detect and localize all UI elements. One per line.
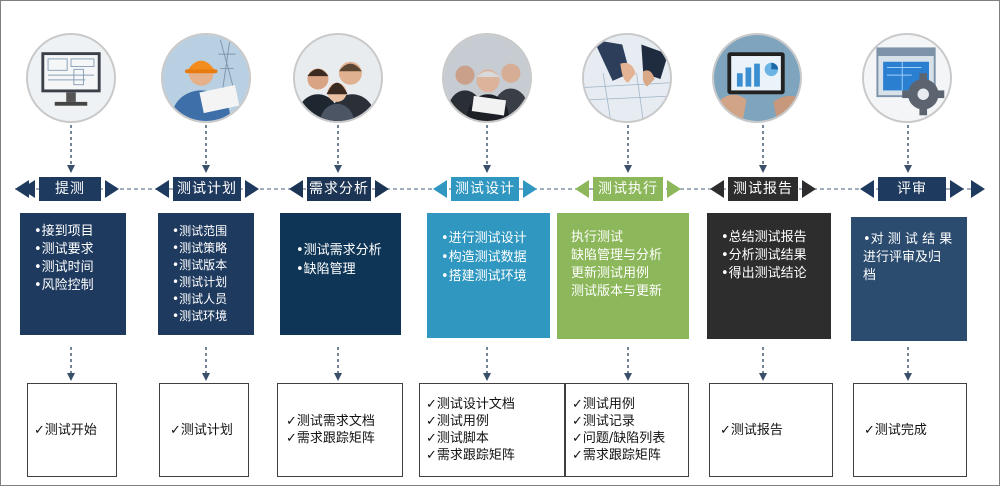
- stage-left-arrow-icon: [155, 180, 169, 198]
- monitor-blueprint-photo: [26, 33, 116, 123]
- output-item: ✓测试需求文档: [286, 414, 375, 429]
- output-item: ✓测试记录: [572, 414, 635, 429]
- stage-right-arrow-icon: [375, 180, 389, 198]
- engineer-hardhat-photo: [161, 33, 251, 123]
- task-box: 执行测试 缺陷管理与分析 更新测试用例 测试版本与更新: [557, 213, 689, 339]
- task-item: •测试人员: [172, 292, 228, 306]
- stage-label: 测试执行: [593, 177, 663, 201]
- stage-right-arrow-icon: [523, 180, 537, 198]
- task-item: •得出测试结论: [721, 266, 807, 281]
- task-item: •测试需求分析: [296, 243, 382, 258]
- task-item: •接到项目: [34, 224, 94, 239]
- task-item: •对 测 试 结 果: [863, 232, 953, 247]
- meeting-photo: [442, 33, 532, 123]
- output-item: ✓测试完成: [864, 422, 927, 438]
- down-arrow-icon: [334, 373, 342, 381]
- task-item: •测试时间: [34, 260, 94, 275]
- down-arrow-icon: [759, 165, 767, 173]
- output-box: ✓测试用例 ✓测试记录 ✓问题/缺陷列表 ✓需求跟踪矩阵: [565, 383, 689, 477]
- task-box: •对 测 试 结 果 进行评审及归 档: [851, 217, 967, 341]
- stage-left-arrow-icon: [710, 180, 724, 198]
- stage-label: 测试设计: [451, 177, 519, 201]
- stage-left-arrow-icon: [21, 180, 35, 198]
- task-item: •构造测试数据: [441, 250, 527, 265]
- task-item: •分析测试结果: [721, 248, 807, 263]
- down-arrow-icon: [904, 373, 912, 381]
- stage-left-arrow-icon: [289, 180, 303, 198]
- output-box: ✓测试报告: [709, 383, 833, 477]
- down-arrow-icon: [759, 373, 767, 381]
- output-item: ✓测试脚本: [426, 431, 489, 446]
- down-arrow-icon: [67, 373, 75, 381]
- output-box: ✓测试计划: [159, 383, 249, 477]
- task-box: •测试需求分析 •缺陷管理: [280, 213, 401, 335]
- stage-right-arrow-icon: [802, 180, 816, 198]
- down-arrow-icon: [483, 165, 491, 173]
- gear-window-photo: [862, 33, 952, 123]
- stage-label: 测试计划: [173, 177, 241, 201]
- stage-right-arrow-icon: [950, 180, 964, 198]
- down-arrow-icon: [202, 373, 210, 381]
- output-item: ✓测试用例: [572, 397, 635, 412]
- down-arrow-icon: [202, 165, 210, 173]
- output-box: ✓测试需求文档 ✓需求跟踪矩阵: [277, 383, 403, 477]
- stage-right-arrow-icon: [667, 180, 681, 198]
- down-arrow-icon: [483, 373, 491, 381]
- output-item: ✓测试报告: [720, 422, 783, 438]
- stage-left-arrow-icon: [433, 180, 447, 198]
- down-arrow-icon: [624, 373, 632, 381]
- task-item: •测试范围: [172, 224, 228, 238]
- task-item: 执行测试: [571, 230, 624, 245]
- task-item: 进行评审及归: [863, 250, 942, 265]
- task-box: •测试范围 •测试策略 •测试版本 •测试计划 •测试人员 •测试环境: [158, 213, 254, 335]
- stage-right-arrow-icon: [245, 180, 259, 198]
- stage-label: 评审: [878, 177, 946, 201]
- task-item: •测试策略: [172, 241, 228, 255]
- stage-left-arrow-icon: [575, 180, 589, 198]
- tablet-chart-photo: [712, 33, 802, 123]
- stage-left-arrow-icon: [860, 180, 874, 198]
- output-item: ✓测试开始: [34, 422, 97, 438]
- task-box: •进行测试设计 •构造测试数据 •搭建测试环境: [427, 213, 550, 338]
- task-box: •接到项目 •测试要求 •测试时间 •风险控制: [20, 213, 126, 335]
- task-item: •风险控制: [34, 278, 94, 293]
- task-item: •测试计划: [172, 275, 228, 289]
- task-item: •搭建测试环境: [441, 269, 527, 284]
- down-arrow-icon: [67, 165, 75, 173]
- output-item: ✓测试设计文档: [426, 397, 515, 412]
- output-item: ✓需求跟踪矩阵: [572, 448, 661, 463]
- task-box: •总结测试报告 •分析测试结果 •得出测试结论: [707, 213, 831, 339]
- down-arrow-icon: [624, 165, 632, 173]
- stage-label: 提测: [39, 177, 101, 201]
- task-item: •测试环境: [172, 309, 228, 323]
- task-item: 缺陷管理与分析: [571, 248, 663, 263]
- stage-right-arrow-icon: [105, 180, 119, 198]
- business-team-photo: [293, 33, 383, 123]
- output-item: ✓测试用例: [426, 414, 489, 429]
- output-box: ✓测试设计文档 ✓测试用例 ✓测试脚本 ✓需求跟踪矩阵: [419, 383, 565, 477]
- task-item: •进行测试设计: [441, 231, 527, 246]
- task-item: •测试版本: [172, 258, 228, 272]
- stage-label: 测试报告: [728, 177, 798, 201]
- output-item: ✓需求跟踪矩阵: [286, 431, 375, 446]
- task-item: 测试版本与更新: [571, 284, 663, 299]
- stage-label: 需求分析: [307, 177, 371, 201]
- output-item: ✓需求跟踪矩阵: [426, 448, 515, 463]
- output-box: ✓测试完成: [853, 383, 967, 477]
- down-arrow-icon: [904, 165, 912, 173]
- hands-blueprint-photo: [582, 33, 672, 123]
- task-item: 更新测试用例: [571, 266, 650, 281]
- task-item: •总结测试报告: [721, 230, 807, 245]
- output-box: ✓测试开始: [27, 383, 117, 477]
- task-item: •测试要求: [34, 242, 94, 257]
- end-arrow-icon: [971, 180, 985, 198]
- output-item: ✓问题/缺陷列表: [572, 431, 666, 446]
- down-arrow-icon: [334, 165, 342, 173]
- output-item: ✓测试计划: [170, 422, 233, 438]
- task-item: 档: [863, 268, 877, 283]
- task-item: •缺陷管理: [296, 262, 356, 277]
